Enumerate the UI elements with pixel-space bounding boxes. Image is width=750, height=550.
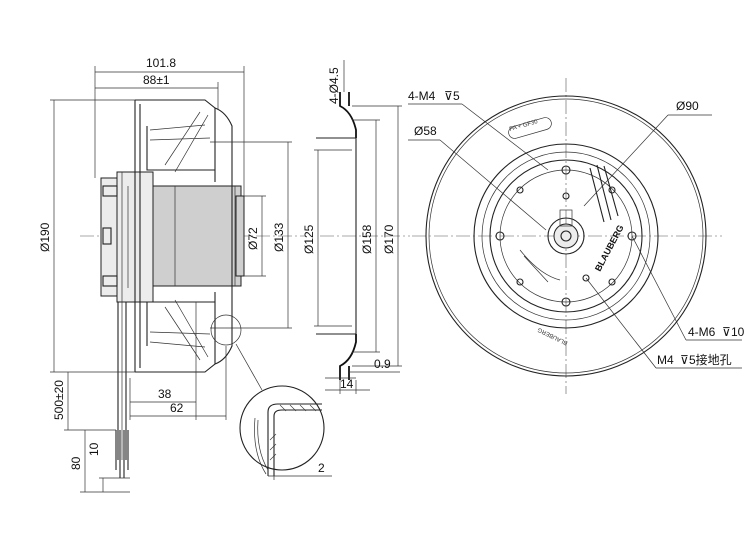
material-label: PA + GF30 [509,119,539,133]
label-m6-depth: 10 [731,325,745,339]
dim-d158: Ø158 [360,224,374,254]
label-m6-depth-symbol: ⊽ [722,325,731,339]
detail-view: 2 [235,343,332,480]
side-view [80,99,305,478]
dim-d125: Ø125 [302,224,316,254]
label-ground-depth: 5接地孔 [689,352,732,367]
label-d90: Ø90 [676,99,699,113]
dim-62: 62 [170,401,184,415]
label-m4: 4-M4 [408,89,436,103]
dim-500: 500±20 [52,380,66,420]
dim-88: 88±1 [143,73,170,87]
label-m4-depth-symbol: ⊽ [444,89,453,103]
dim-10: 10 [87,442,101,456]
label-ground-depth-symbol: ⊽ [680,353,689,367]
dim-38: 38 [158,387,172,401]
dim-d190: Ø190 [38,222,52,252]
label-m4-depth: 5 [453,89,460,103]
dim-80: 80 [69,456,83,470]
dim-14: 14 [340,377,354,391]
label-ground: M4 [657,353,674,367]
dim-101-8: 101.8 [146,56,176,70]
front-view-annotations: 4-M4 ⊽ 5 Ø58 Ø90 4-M6 ⊽ 10 M4 ⊽ 5接地孔 [408,89,745,369]
brand-rim: BLAUBERG [537,326,569,346]
dim-hole45: 4-Ø4.5 [327,67,341,104]
dim-2: 2 [318,461,325,475]
dim-d72: Ø72 [246,227,260,250]
dim-d170: Ø170 [382,224,396,254]
front-view: BLAUBERG PA + GF30 BLAUBERG [412,78,722,394]
brand-center: BLAUBERG [593,223,626,273]
label-d58: Ø58 [414,124,437,138]
dim-0-9: 0.9 [374,357,391,371]
side-view-dimensions: 101.8 88±1 Ø190 Ø72 Ø133 38 62 500±20 [38,56,292,493]
label-m6: 4-M6 [688,325,716,339]
dim-d133: Ø133 [272,222,286,252]
inlet-ring-section: Ø125 Ø158 Ø170 4-Ø4.5 14 0.9 [302,60,410,394]
